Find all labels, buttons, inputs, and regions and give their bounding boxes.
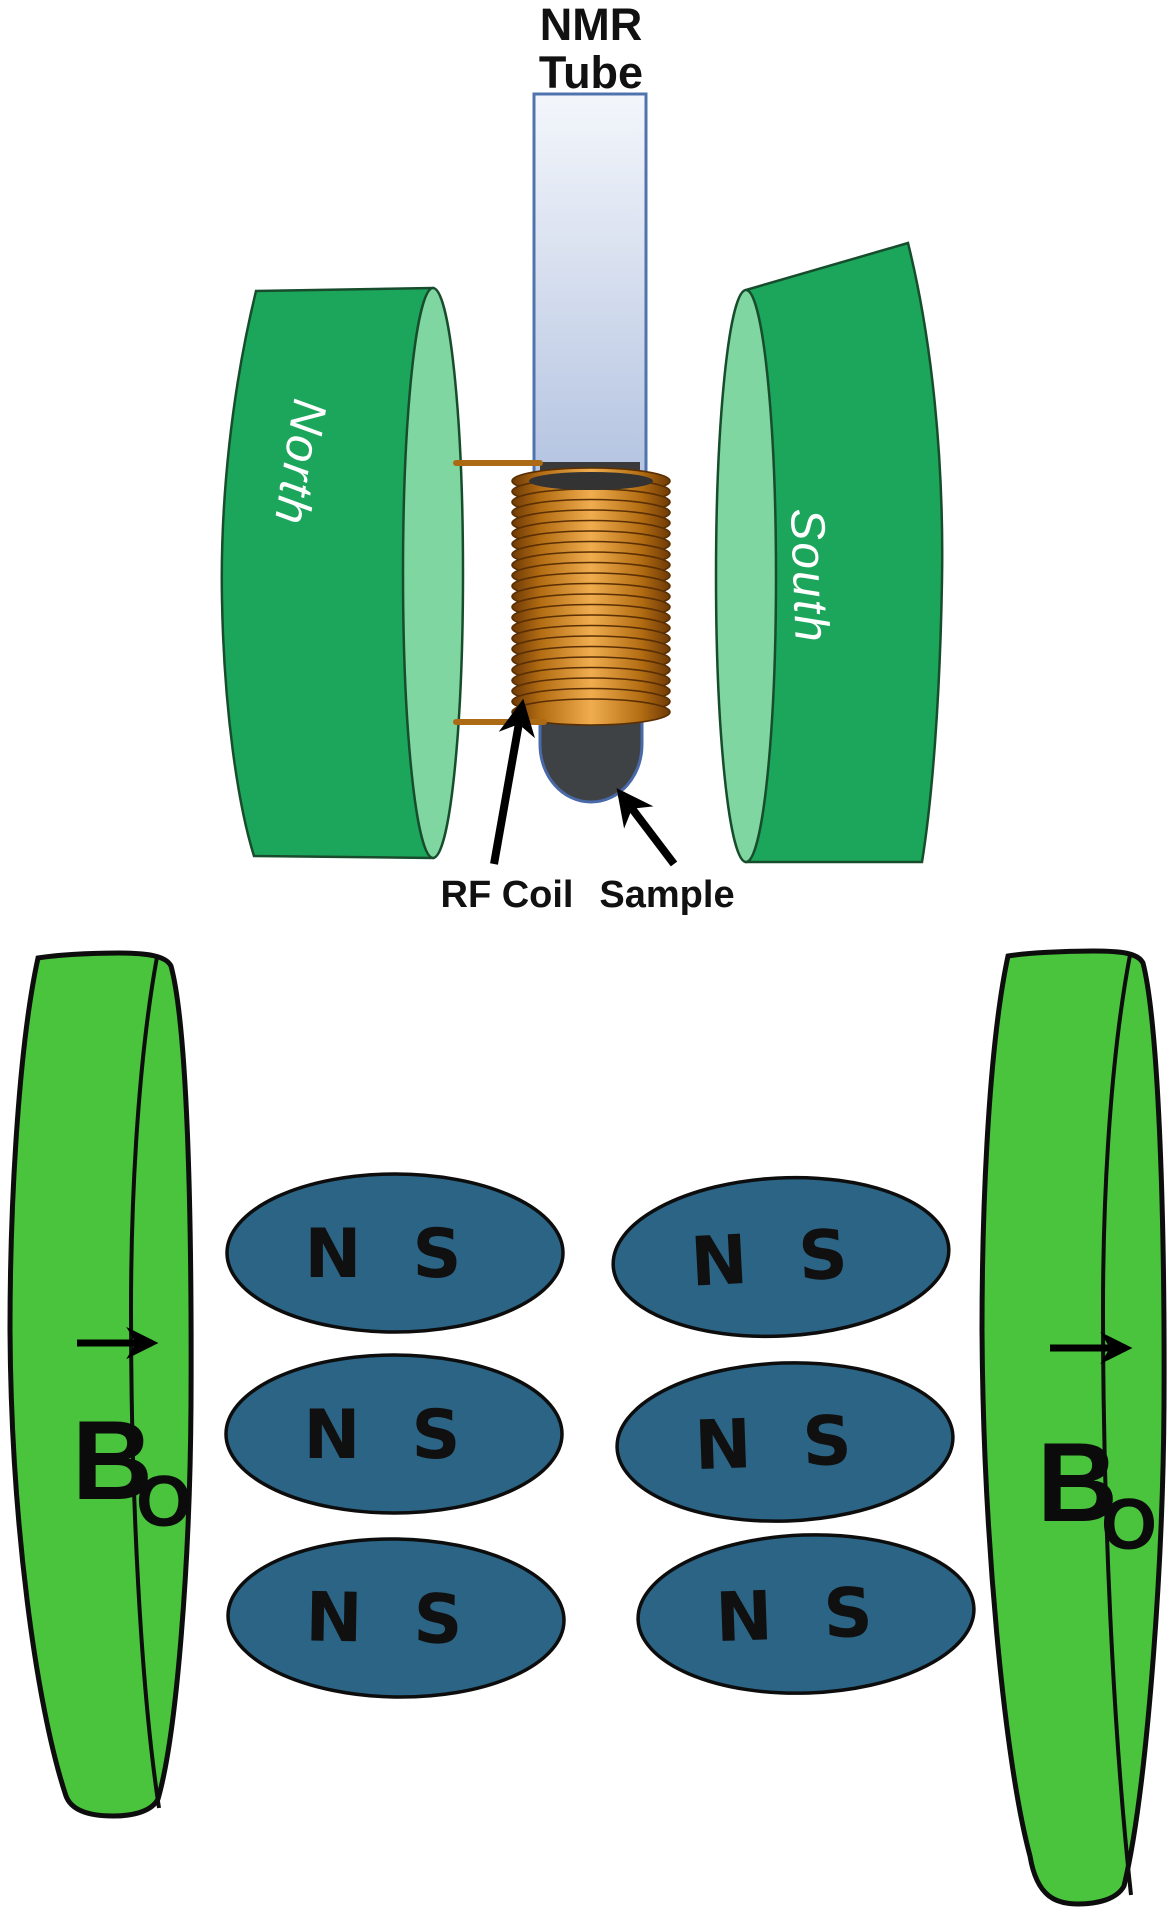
spin-pole-s-label: S <box>796 1216 849 1297</box>
nmr-tube <box>532 92 648 488</box>
spin-pole-n-label: N <box>305 1215 362 1294</box>
rf-coil <box>511 467 671 726</box>
spin-pole-s-label: S <box>822 1574 874 1655</box>
left-field-disk: B O <box>7 950 194 1819</box>
rf-coil-arrow <box>490 698 535 865</box>
left-field-subscript: O <box>136 1462 192 1542</box>
right-field-subscript: O <box>1101 1485 1157 1565</box>
spin-magnet-ellipse <box>611 1175 951 1339</box>
spin-pole-s-label: S <box>413 1580 463 1660</box>
south-magnet-body <box>744 241 944 864</box>
spin-pole-n-label: N <box>305 1578 363 1658</box>
north-magnet: North <box>220 286 465 860</box>
spin-pole-n-label: N <box>714 1577 774 1658</box>
left-field-symbol: B <box>72 1398 153 1523</box>
left-disk-body <box>7 950 194 1819</box>
sample-label: Sample <box>599 874 734 916</box>
south-magnet: South <box>714 241 944 864</box>
spin-pole-n-label: N <box>689 1221 750 1303</box>
nmr-tube-label-line1: NMR <box>540 0 642 50</box>
north-magnet-body <box>220 286 435 860</box>
spin-magnet-ellipse <box>225 1172 565 1334</box>
sample-shape <box>538 712 644 804</box>
spin-pole-n-label: N <box>304 1396 361 1475</box>
spin-magnet-ellipse <box>615 1361 955 1523</box>
spin-magnet-ellipse <box>224 1353 564 1515</box>
south-magnet-face <box>714 288 778 864</box>
spin-magnet-ellipse <box>226 1537 566 1699</box>
nmr-tube-label-line2: Tube <box>539 47 643 98</box>
spin-pole-s-label: S <box>413 1215 462 1294</box>
spin-pole-s-label: S <box>412 1396 461 1475</box>
sample-arrow <box>616 788 678 867</box>
spin-magnet-ellipse <box>636 1533 976 1695</box>
spin-pole-n-label: N <box>693 1405 753 1486</box>
right-disk-body <box>979 948 1167 1907</box>
right-field-symbol: B <box>1037 1420 1118 1545</box>
coil-top-opening <box>529 472 653 490</box>
north-magnet-face <box>401 286 465 860</box>
right-field-disk: B O <box>979 948 1167 1907</box>
rf-coil-label: RF Coil <box>441 874 574 916</box>
spin-pole-s-label: S <box>801 1402 853 1483</box>
south-magnet-label: South <box>780 507 838 644</box>
